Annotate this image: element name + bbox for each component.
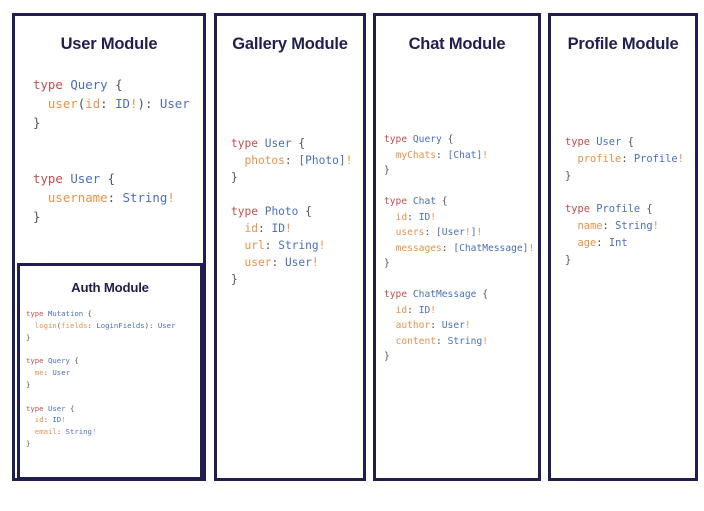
graphql-schema-auth: type Mutation { login(fields: LoginField… xyxy=(26,309,176,448)
panel-title-gallery: Gallery Module xyxy=(232,35,348,53)
panel-title-auth: Auth Module xyxy=(71,280,149,295)
module-panel-user[interactable]: User Module type Query { user(id: ID!): … xyxy=(12,13,206,481)
graphql-schema-user: type Query { user(id: ID!): User } type … xyxy=(33,77,190,224)
panel-title-chat: Chat Module xyxy=(408,35,506,53)
graphql-schema-profile: type User { profile: Profile! } type Pro… xyxy=(565,136,684,266)
module-panel-profile[interactable]: Profile Module type User { profile: Prof… xyxy=(548,13,698,481)
module-panel-gallery[interactable]: Gallery Module type User { photos: [Phot… xyxy=(214,13,366,481)
panel-title-user: User Module xyxy=(60,35,158,53)
panel-title-profile: Profile Module xyxy=(567,35,679,53)
graphql-schema-chat: type Query { myChats: [Chat]! } type Cha… xyxy=(384,134,535,363)
graphql-schema-gallery: type User { photos: [Photo]! } type Phot… xyxy=(231,137,353,287)
module-panel-chat[interactable]: Chat Module type Query { myChats: [Chat]… xyxy=(373,13,541,481)
module-panel-auth[interactable]: Auth Module type Mutation { login(fields… xyxy=(17,263,203,480)
